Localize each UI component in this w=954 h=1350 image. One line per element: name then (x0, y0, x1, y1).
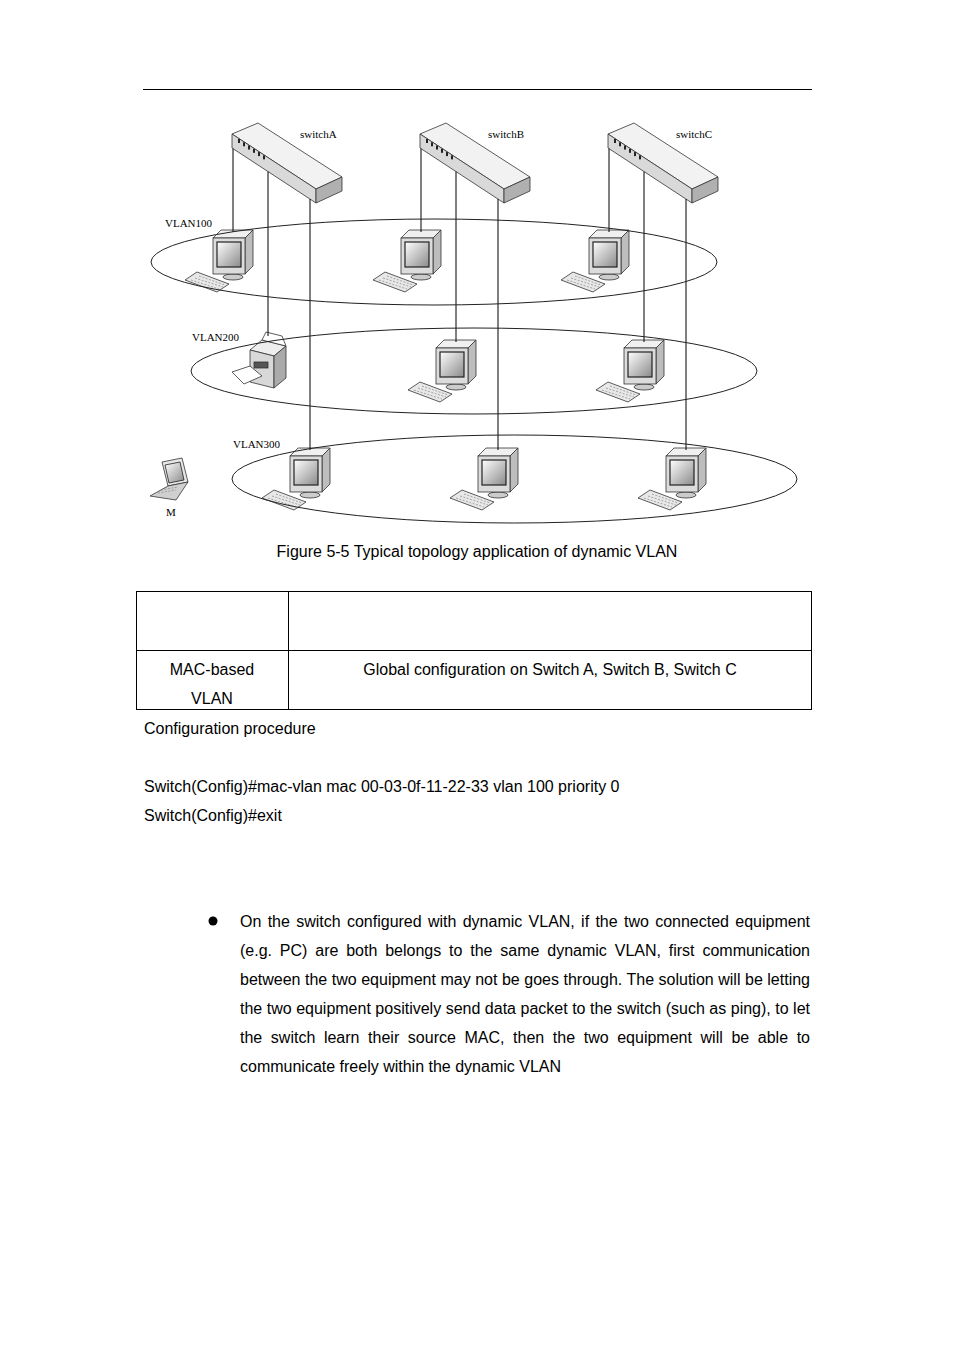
switch-port (258, 152, 260, 156)
switch-face (316, 177, 342, 203)
vlan-ellipse: VLAN300 (231, 434, 798, 524)
node-label: switchC (676, 128, 712, 140)
vlan-ellipse: VLAN100 (150, 218, 718, 306)
cable-connector (233, 205, 234, 218)
laptop-keys (158, 487, 178, 493)
switch-port (426, 139, 428, 143)
switch-port (639, 155, 641, 159)
cable (686, 199, 687, 205)
node-label: switchB (488, 128, 524, 140)
switch-face (420, 134, 504, 203)
pc-icons (185, 230, 706, 510)
cable-connector (456, 205, 457, 327)
cable-connector (421, 205, 422, 218)
note-text: On the switch configured with dynamic VL… (240, 907, 810, 1081)
switch-port (634, 152, 636, 156)
cable (310, 199, 311, 205)
vlan-shape (150, 218, 718, 306)
body-text: Switch(Config)#mac-vlan mac 00-03-0f-11-… (144, 772, 844, 801)
switch-port (248, 146, 250, 150)
switch-node: switchC (604, 120, 722, 205)
cable (644, 172, 645, 205)
vlan-outline (151, 219, 717, 305)
switch-port (243, 142, 245, 146)
table-grid (137, 592, 812, 710)
switch-face (608, 134, 692, 203)
cable-connector (644, 205, 645, 327)
switch-port (619, 142, 621, 146)
switch-port (629, 149, 631, 153)
switch-node: switchB (416, 120, 534, 205)
cable-connector (609, 205, 610, 218)
cable (421, 149, 422, 205)
node-label: M (166, 506, 176, 518)
figure-caption: Figure 5-5 Typical topology application … (0, 541, 954, 563)
laptop-base (150, 482, 188, 500)
vlan-ellipse: VLAN200 (190, 327, 758, 415)
switch-port (451, 155, 453, 159)
switch-face (692, 177, 718, 203)
node-label: VLAN100 (165, 217, 212, 229)
switch-face (232, 134, 316, 203)
node-label: switchA (300, 128, 337, 140)
cable-connector (498, 205, 499, 434)
switch-port (238, 139, 240, 143)
header-rule (143, 89, 812, 90)
cable (456, 172, 457, 205)
cable (498, 199, 499, 205)
cable (609, 149, 610, 205)
cable-connector (268, 205, 269, 327)
table-cell: Global configuration on Switch A, Switch… (289, 655, 811, 684)
body-text: Switch(Config)#exit (144, 801, 804, 830)
vlan-outline (191, 328, 757, 414)
switch-port (624, 146, 626, 150)
vlan-outline (232, 435, 797, 523)
cable-connector (310, 205, 311, 434)
laptop-display (165, 462, 184, 483)
vlan-shape (231, 434, 798, 524)
switch-face (504, 177, 530, 203)
switch-port (441, 149, 443, 153)
switch-port (436, 146, 438, 150)
node-label: VLAN200 (192, 331, 239, 343)
body-text: Configuration procedure (144, 714, 804, 743)
node-label: VLAN300 (233, 438, 280, 450)
laptop-screen (162, 458, 188, 486)
switch-port (263, 155, 265, 159)
switch-port (614, 139, 616, 143)
switch-port (446, 152, 448, 156)
bullet-dot (209, 917, 218, 926)
switch-node: switchA (228, 120, 346, 205)
laptop-node: M (146, 456, 200, 522)
table-cell: MAC-based VLAN (167, 655, 257, 713)
switch-port (431, 142, 433, 146)
vlan-shape (190, 327, 758, 415)
cable (233, 149, 234, 205)
cable (268, 172, 269, 205)
switch-port (253, 149, 255, 153)
